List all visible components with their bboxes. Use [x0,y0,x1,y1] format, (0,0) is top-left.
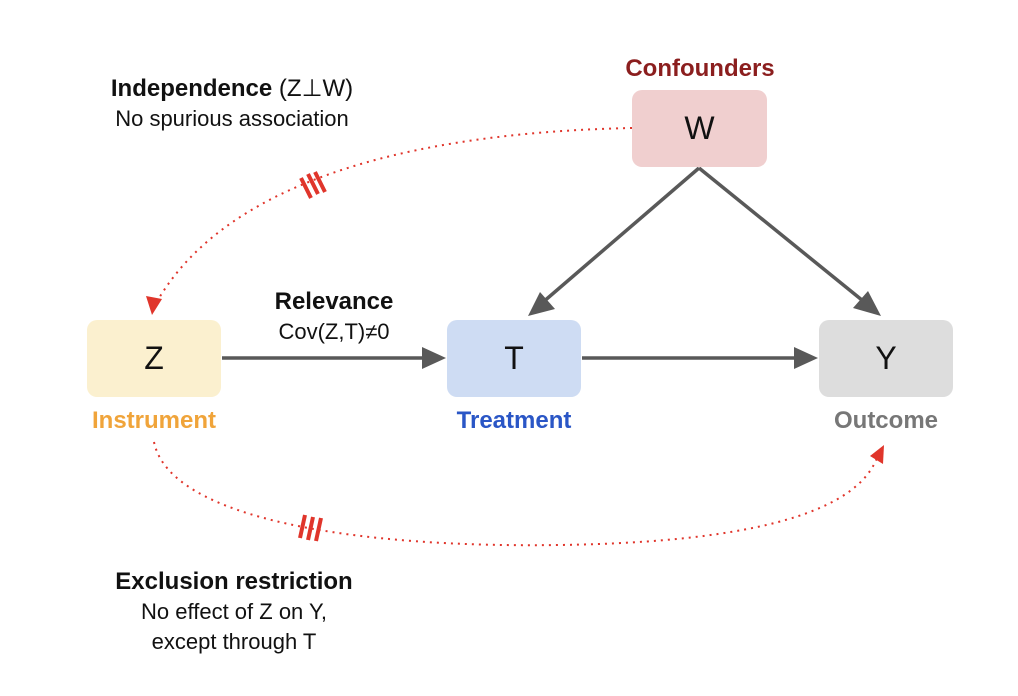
independence-note: Independence (Z⊥W) No spurious associati… [62,74,402,134]
edge-z-to-y-dotted [153,441,879,547]
instrument-caption: Instrument [91,407,216,434]
node-w: W [632,90,767,167]
edge-w-to-y-head [853,291,881,316]
exclusion-line-1: No effect of Z on Y, [141,599,327,624]
independence-title-suffix: (Z⊥W) [272,75,354,102]
confounders-caption: Confounders [625,55,775,82]
edge-w-to-y [697,166,875,311]
edge-w-to-z-dotted [154,127,633,306]
node-t: T [447,320,581,397]
relevance-subtitle: Cov(Z,T)≠0 [278,319,390,344]
independence-title: Independence (Z⊥W) [110,75,354,102]
exclusion-note: Exclusion restriction No effect of Z on … [74,567,394,657]
exclusion-break-mark [298,514,323,542]
edge-t-to-y-head [794,347,818,369]
edge-z-to-y-head [870,445,884,464]
independence-break-mark [299,171,327,199]
independence-subtitle: No spurious association [115,106,349,131]
edge-w-to-t [533,166,701,311]
edge-w-to-z-head [146,296,162,315]
exclusion-title: Exclusion restriction [115,568,353,595]
outcome-caption: Outcome [833,407,938,434]
relevance-title: Relevance [274,288,394,315]
node-y: Y [819,320,953,397]
exclusion-line-2: except through T [151,629,317,654]
relevance-note: Relevance Cov(Z,T)≠0 [234,287,434,347]
node-z: Z [87,320,221,397]
edge-w-to-t-head [528,292,555,316]
edge-z-to-t-head [422,347,446,369]
treatment-caption: Treatment [456,407,572,434]
